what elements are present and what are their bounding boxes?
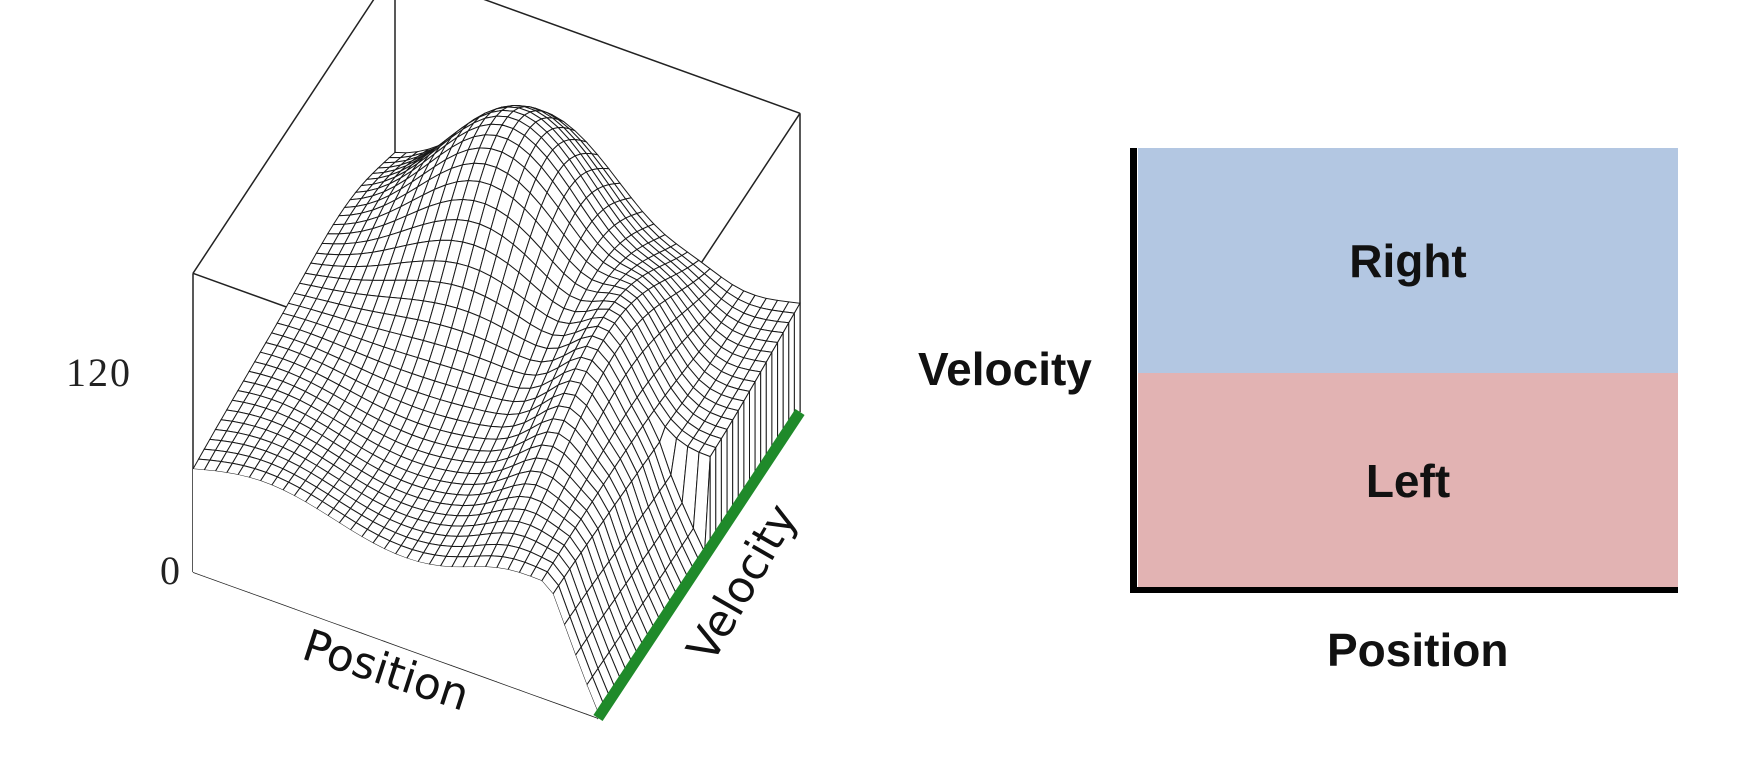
front-skirt-strip bbox=[541, 580, 553, 702]
front-skirt-strip bbox=[575, 655, 587, 714]
front-skirt-strip bbox=[305, 502, 317, 617]
front-skirt-strip bbox=[249, 477, 261, 597]
bbox-edge bbox=[192, 0, 375, 274]
front-skirt-strip bbox=[373, 543, 385, 641]
front-skirt-strip bbox=[530, 576, 542, 698]
front-skirt-strip bbox=[361, 536, 373, 637]
front-skirt-strip bbox=[350, 530, 362, 633]
front-skirt-strip bbox=[586, 684, 598, 718]
front-skirt-strip bbox=[339, 522, 351, 629]
front-skirt-strip bbox=[226, 472, 238, 589]
front-skirt-strip bbox=[463, 566, 475, 674]
front-skirt-strip bbox=[519, 572, 531, 694]
region-right: Right bbox=[1138, 148, 1678, 373]
front-skirt-strip bbox=[271, 485, 283, 605]
front-skirt-strip bbox=[204, 470, 216, 581]
value-surface-mesh bbox=[192, 104, 801, 714]
surface-plot: 120 0 Position Velocity bbox=[66, 0, 808, 722]
front-skirt-strip bbox=[418, 561, 430, 658]
front-skirt-strip bbox=[283, 490, 295, 609]
front-skirt-strip bbox=[328, 515, 340, 625]
front-skirt-strip bbox=[395, 554, 407, 650]
front-skirt-strip bbox=[553, 594, 565, 706]
cliff-strip bbox=[788, 311, 795, 431]
policy-y-axis-label: Velocity bbox=[918, 343, 1092, 395]
front-skirt-strip bbox=[474, 566, 486, 678]
region-left: Left bbox=[1138, 373, 1678, 589]
front-skirt-strip bbox=[260, 480, 272, 601]
front-skirt-strip bbox=[564, 624, 576, 710]
front-skirt-strip bbox=[316, 508, 328, 621]
surface-cliff-edge bbox=[193, 301, 801, 720]
front-skirt-strip bbox=[440, 566, 452, 666]
front-skirt-strip bbox=[429, 564, 441, 662]
policy-x-axis-line bbox=[1130, 587, 1678, 593]
z-tick-0: 0 bbox=[160, 548, 182, 593]
z-tick-120: 120 bbox=[66, 350, 132, 395]
policy-diagram: Right Left bbox=[1130, 148, 1678, 593]
front-skirt-strip bbox=[193, 469, 205, 577]
front-skirt-strip bbox=[485, 566, 497, 682]
front-skirt-strip bbox=[406, 558, 418, 654]
front-skirt-strip bbox=[451, 567, 463, 670]
policy-x-axis-label: Position bbox=[1327, 624, 1509, 676]
cliff-strip bbox=[793, 301, 801, 423]
velocity-edge-highlight bbox=[593, 408, 805, 722]
front-skirt-strip bbox=[496, 567, 508, 686]
front-skirt-strip bbox=[215, 471, 227, 585]
policy-y-axis-line bbox=[1130, 148, 1137, 593]
front-skirt-strip bbox=[294, 495, 306, 613]
front-skirt-strip bbox=[508, 569, 520, 690]
front-skirt-strip bbox=[384, 548, 396, 645]
front-skirt-strip bbox=[238, 474, 250, 593]
bbox-edge bbox=[483, 0, 801, 115]
